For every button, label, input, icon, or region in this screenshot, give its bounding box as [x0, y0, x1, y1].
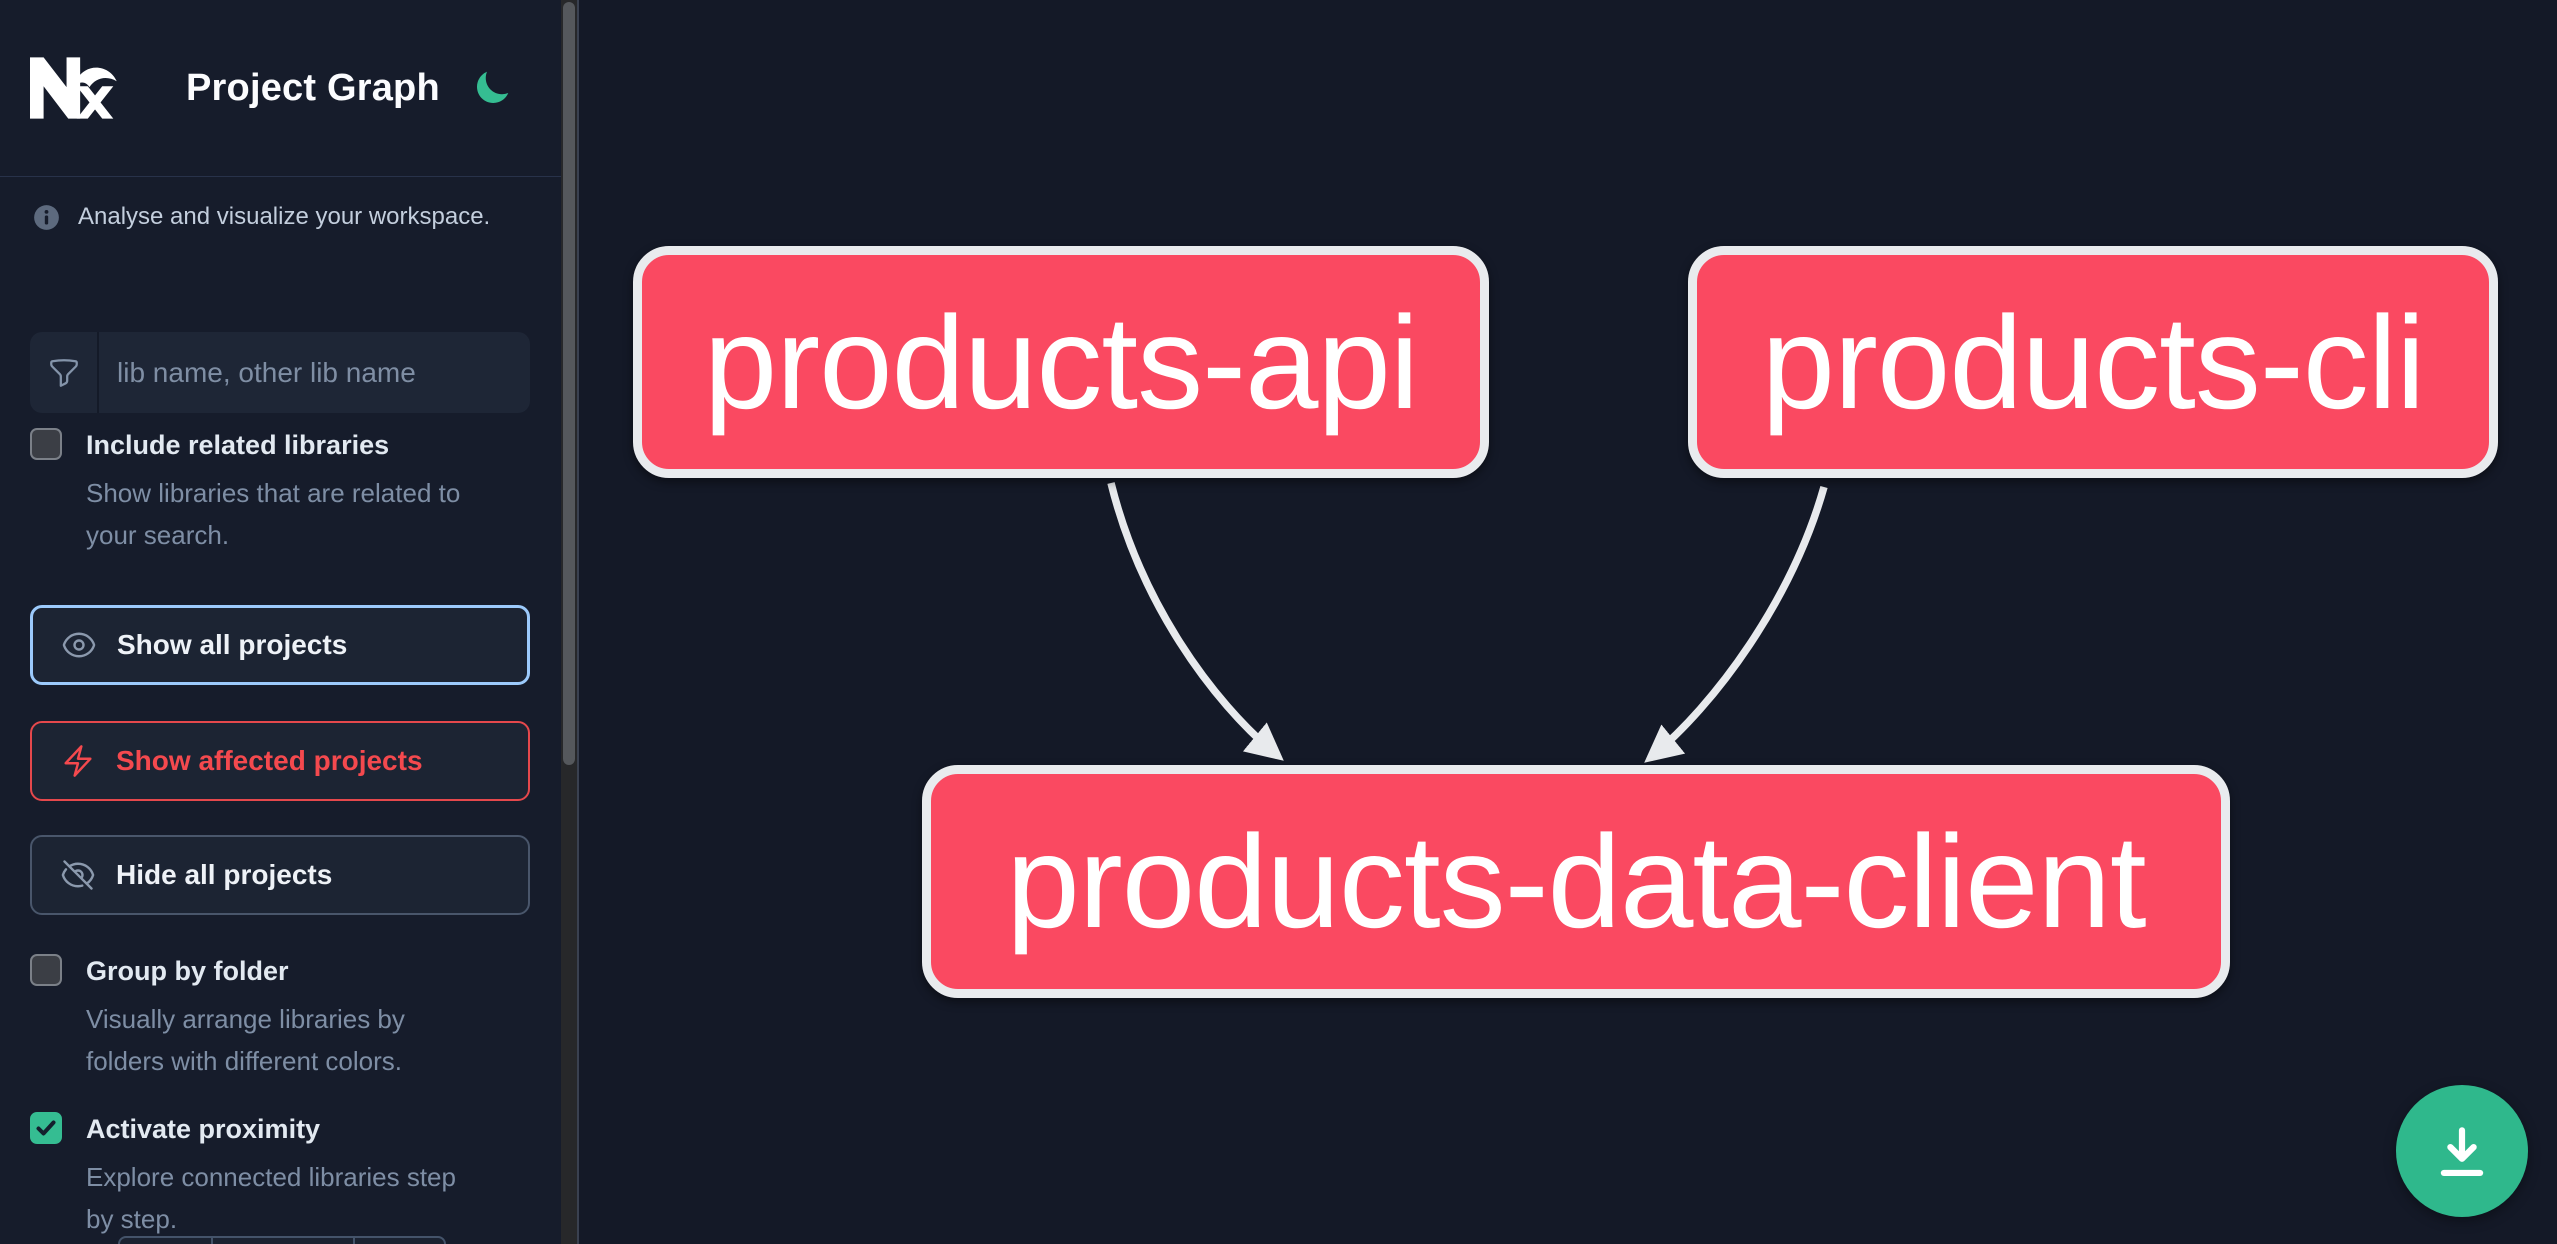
button-label: Show all projects: [117, 629, 348, 660]
moon-icon[interactable]: [472, 68, 512, 108]
show-affected-projects-button[interactable]: Show affected projects: [30, 721, 530, 801]
button-label: Hide all projects: [116, 859, 333, 890]
node-products-data-client[interactable]: products-data-client: [922, 765, 2230, 998]
toggle-description: Visually arrange libraries by folders wi…: [86, 1004, 405, 1076]
toggle-description: Show libraries that are related to your …: [86, 478, 461, 550]
node-products-api[interactable]: products-api: [633, 246, 1489, 478]
download-icon: [2440, 1127, 2484, 1177]
download-button[interactable]: [2396, 1085, 2528, 1217]
page-title: Project Graph: [186, 67, 440, 109]
segment-button[interactable]: [355, 1236, 446, 1244]
sidebar-scrollbar-track[interactable]: [561, 0, 577, 1244]
segment-button[interactable]: [213, 1236, 355, 1244]
tagline-row: Analyse and visualize your workspace.: [33, 203, 533, 231]
button-label: Show affected projects: [116, 745, 423, 776]
node-label: products-data-client: [1006, 808, 2146, 955]
bottom-segmented-control: [118, 1236, 446, 1244]
graph-canvas[interactable]: [579, 0, 2557, 1244]
funnel-icon: [30, 332, 99, 413]
eye-icon: [62, 632, 96, 658]
hide-all-projects-button[interactable]: Hide all projects: [30, 835, 530, 915]
toggle-label: Include related libraries: [86, 430, 390, 460]
toggle-label: Activate proximity: [86, 1114, 321, 1144]
sidebar-scrollbar-thumb[interactable]: [563, 2, 575, 765]
search-input[interactable]: [99, 334, 530, 411]
node-products-cli[interactable]: products-cli: [1688, 246, 2498, 478]
nx-logo-icon: [30, 57, 117, 119]
activate-proximity-checkbox[interactable]: [30, 1112, 62, 1144]
search-box: [30, 332, 530, 413]
node-label: products-api: [703, 288, 1419, 436]
toggle-label: Group by folder: [86, 956, 289, 986]
check-icon: [36, 1120, 56, 1136]
toggle-description: Explore connected libraries step by step…: [86, 1162, 456, 1234]
sidebar-canvas-divider: [577, 0, 579, 1244]
node-label: products-cli: [1761, 288, 2426, 436]
sidebar-header: Project Graph: [0, 0, 561, 176]
eye-off-icon: [61, 860, 95, 890]
info-icon: [34, 204, 59, 230]
include-related-checkbox[interactable]: [30, 428, 62, 460]
bolt-icon: [64, 745, 92, 777]
show-all-projects-button[interactable]: Show all projects: [30, 605, 530, 685]
header-divider: [0, 176, 561, 177]
sidebar: Project Graph Analyse and visualize your…: [0, 0, 561, 1244]
tagline-text: Analyse and visualize your workspace.: [78, 203, 491, 230]
group-by-folder-checkbox[interactable]: [30, 954, 62, 986]
segment-button[interactable]: [118, 1236, 213, 1244]
